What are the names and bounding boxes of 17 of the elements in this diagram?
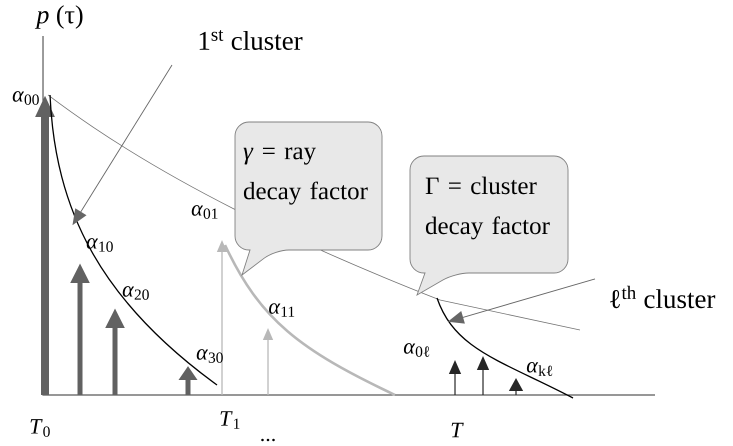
speech-bubble: γ = ray decay factor — [234, 122, 382, 276]
speech-bubble: Γ = cluster decay factor — [410, 156, 568, 296]
amplitude-label: α$_{kℓ}$ — [526, 362, 552, 376]
tick-label: T — [452, 422, 464, 438]
tick-label: T$_{0}$ — [30, 419, 50, 437]
cluster-label: 1$^{st}$ cluster — [200, 30, 302, 50]
tick-label: ... — [261, 438, 275, 442]
amplitude-label: α$_{11}$ — [269, 303, 294, 317]
amplitude-label: α$_{0ℓ}$ — [404, 343, 430, 357]
decay-curve — [436, 298, 574, 399]
amplitude-label: α$_{20}$ — [122, 286, 149, 300]
amplitude-label: α$_{30}$ — [196, 349, 223, 363]
cluster-label: ℓ$^{th}$ cluster — [610, 286, 716, 308]
tick-label: T$_{1}$ — [220, 411, 240, 429]
amplitude-label: α$_{00}$ — [12, 91, 39, 105]
amplitude-label: α$_{01}$ — [192, 205, 218, 219]
axis-label: p (τ) — [34, 5, 82, 29]
